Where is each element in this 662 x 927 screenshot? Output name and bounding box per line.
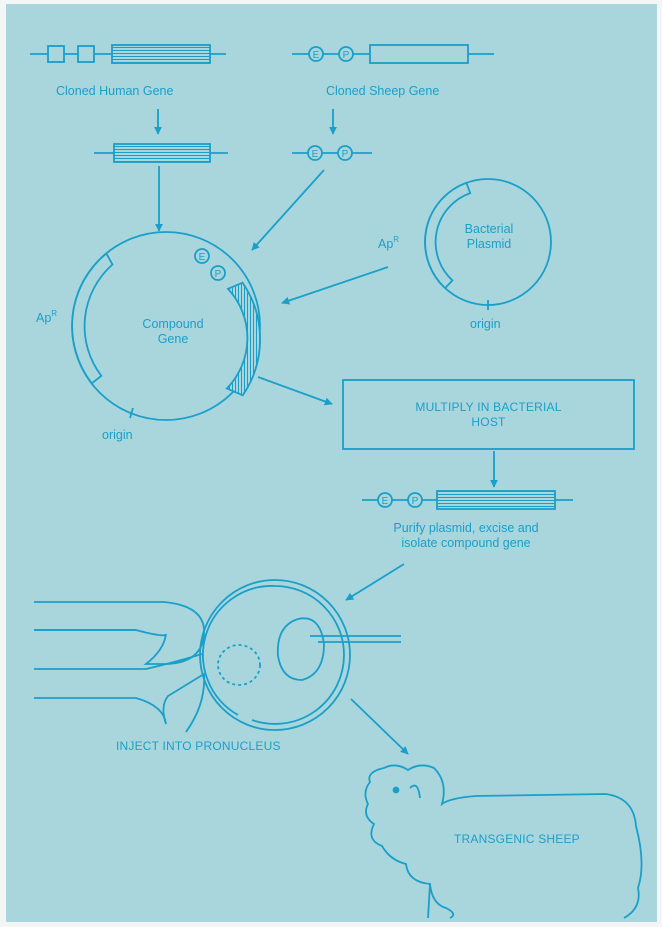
human-gene-label: Cloned Human Gene: [56, 84, 174, 98]
fertilized-egg: [199, 579, 351, 731]
excised-sheep-segment: [292, 145, 372, 161]
transgenic-sheep: [364, 764, 643, 919]
apr-gene-arc-left: [71, 252, 114, 385]
multiply-box: [342, 379, 635, 450]
apr-gene-arc-right: [424, 181, 472, 290]
arrow-purify-to-egg: [345, 563, 405, 601]
promoter-circle: [338, 46, 354, 62]
enhancer-letter: E: [313, 50, 320, 61]
bacterial-plasmid-label: Bacterial Plasmid: [464, 222, 514, 251]
enhancer-circle: [308, 46, 324, 62]
transgenic-sheep-label: TRANSGENIC SHEEP: [454, 832, 580, 846]
sheep-eye: [392, 786, 400, 794]
human-gene-construct: [30, 44, 226, 64]
promoter-letter-2: P: [342, 149, 349, 160]
sheep-gene-construct: [292, 44, 494, 64]
human-gene-insert: [225, 281, 261, 397]
bacterial-plasmid: [424, 178, 552, 310]
purified-compound-gene: [362, 490, 573, 510]
inject-label: INJECT INTO PRONUCLEUS: [116, 739, 281, 753]
origin-left-label: origin: [102, 428, 133, 442]
enhancer-letter-2: E: [312, 149, 319, 160]
apr-right-label: ApR: [378, 235, 400, 251]
sheep-gene-label: Cloned Sheep Gene: [326, 84, 440, 98]
arrow-bacterial-to-compound: [281, 266, 389, 305]
enhancer-letter-3: E: [199, 252, 206, 263]
diagram-page: E P E P E P E P Cloned Human Gene Cloned…: [6, 4, 657, 922]
arrow-sheep-to-plasmid: [251, 169, 325, 251]
holding-pipette: [34, 601, 205, 665]
transgenic-sheep-diagram: E P E P E P E P: [30, 44, 643, 919]
compound-gene-plasmid: [71, 231, 261, 421]
promoter-letter: P: [343, 50, 350, 61]
excised-human-segment: [94, 143, 228, 163]
arrow-egg-to-sheep: [350, 698, 409, 755]
promoter-letter-3: P: [215, 269, 222, 280]
apr-left-label: ApR: [36, 309, 58, 325]
circle-letters: E P E P E P E P: [199, 50, 419, 507]
arrow-compound-to-multiply: [257, 376, 333, 406]
female-pronucleus: [217, 644, 261, 686]
multiply-label: MULTIPLY IN BACTERIAL HOST: [415, 400, 562, 429]
promoter-letter-4: P: [412, 496, 419, 507]
microinjection-scene: [34, 579, 401, 733]
enhancer-letter-4: E: [382, 496, 389, 507]
male-pronucleus: [276, 617, 325, 681]
origin-right-label: origin: [470, 317, 501, 331]
compound-gene-label: Compound Gene: [142, 317, 204, 346]
purify-label: Purify plasmid, excise and isolate compo…: [393, 521, 539, 550]
